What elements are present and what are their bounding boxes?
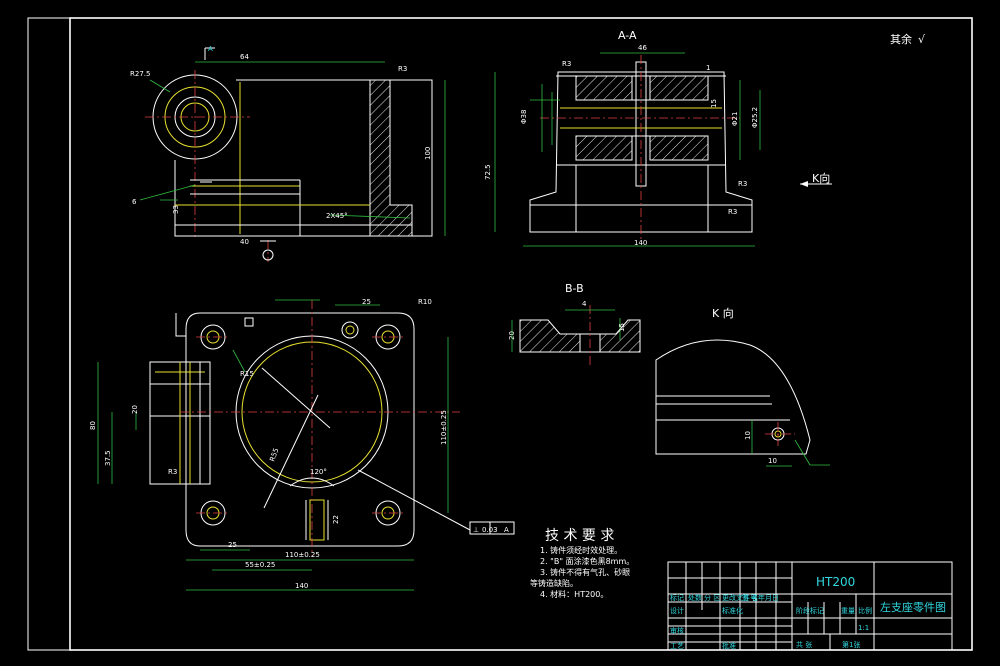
dim-aa-15: 15	[710, 99, 718, 108]
title-std: 标准化	[722, 606, 743, 615]
dim-front-r3: R3	[398, 65, 407, 73]
dim-top-20: 20	[131, 405, 139, 414]
dim-top-120: 120°	[310, 468, 327, 476]
title-design: 设计	[670, 606, 684, 615]
dim-aa-725: 72.5	[484, 164, 492, 180]
dim-aa-140: 140	[634, 239, 647, 247]
tolerance-symbol: ⊥	[473, 526, 479, 534]
dim-top-55: 55±0.25	[245, 561, 275, 569]
dim-aa-1: 1	[706, 64, 710, 72]
section-bb-label: B-B	[565, 282, 584, 295]
top-view	[97, 299, 515, 591]
title-ratio: 比例	[858, 606, 872, 615]
dim-front-64: 64	[240, 53, 249, 61]
dim-front-40: 40	[240, 238, 249, 246]
dim-aa-phi38: Φ38	[520, 110, 528, 124]
dim-top-110-vertical: 110±0.25	[440, 410, 448, 445]
dim-top-22: 22	[332, 515, 340, 524]
title-header: 标记	[670, 593, 684, 602]
view-marker-circle	[262, 249, 274, 261]
dim-top-r55: R55	[268, 447, 280, 463]
dim-aa-phi21: Φ21	[731, 112, 739, 126]
tolerance-datum: A	[504, 526, 509, 534]
title-scale: 1:1	[858, 624, 869, 632]
title-review: 审核	[670, 626, 684, 635]
title-header: 年月日	[758, 593, 779, 602]
section-a-marker: A	[208, 45, 213, 53]
tech-item: 2. "B" 面涂漆色黑8mm。	[540, 556, 634, 566]
dim-top-110: 110±0.25	[285, 551, 320, 559]
front-view	[139, 47, 446, 262]
view-k	[655, 339, 830, 467]
dim-aa-r3-bottom: R3	[728, 208, 737, 216]
tech-item: 1. 铸件须经时效处理。	[540, 545, 622, 555]
title-header: 处数	[688, 593, 702, 602]
section-bb-view	[511, 305, 641, 365]
roughness-note: 其余	[890, 32, 912, 46]
tolerance-value: 0.03	[482, 526, 498, 534]
dim-aa-46: 46	[638, 44, 647, 52]
dim-aa-r3-top: R3	[562, 60, 571, 68]
dim-bb-15: 15	[618, 323, 626, 332]
dim-front-r275: R27.5	[130, 70, 150, 78]
title-approve: 批准	[722, 641, 736, 650]
title-process: 工艺	[670, 642, 684, 650]
dim-front-100: 100	[424, 147, 432, 160]
section-aa-label: A-A	[618, 29, 637, 42]
dim-bb-20: 20	[508, 331, 516, 340]
dim-k-10b: 10	[768, 457, 777, 465]
title-material: HT200	[816, 575, 855, 589]
title-sheet-info: 第1张	[842, 640, 860, 649]
section-aa-view	[494, 52, 761, 247]
dim-aa-r3-right: R3	[738, 180, 747, 188]
dim-top-25a: 25	[362, 298, 371, 306]
dim-top-375: 37.5	[104, 450, 112, 466]
dim-top-80: 80	[89, 421, 97, 430]
title-stage: 阶段标记	[796, 606, 824, 615]
dim-front-33: 33	[172, 205, 180, 214]
title-weight: 重量	[841, 607, 855, 615]
title-header: 分 区	[704, 593, 720, 602]
dim-top-r10: R10	[418, 298, 432, 306]
dim-front-6: 6	[132, 198, 137, 206]
roughness-mark: √	[918, 33, 926, 46]
inner-frame	[69, 17, 973, 651]
title-sheets-total: 共 张	[796, 640, 812, 649]
title-header: 签 名	[742, 593, 758, 602]
tech-item: 4. 材料：HT200。	[540, 589, 608, 599]
tech-item: 3. 铸件不得有气孔、砂眼	[540, 567, 630, 577]
view-k-arrow-label: K向	[812, 171, 830, 185]
dim-aa-phi252: Φ25.2	[751, 107, 759, 128]
dim-top-25b: 25	[228, 541, 237, 549]
title-header: 更改文件号	[722, 593, 757, 602]
outer-frame	[27, 17, 973, 651]
dim-k-10a: 10	[744, 431, 752, 440]
dim-front-2x45: 2X45°	[326, 212, 348, 220]
tech-item: 等铸造缺陷。	[530, 578, 578, 588]
dim-top-r15: R15	[240, 370, 254, 378]
dim-top-140: 140	[295, 582, 308, 590]
dim-top-r3: R3	[168, 468, 177, 476]
title-part-name: 左支座零件图	[880, 600, 946, 614]
view-k-label: K 向	[712, 306, 734, 320]
tech-requirements-title: 技 术 要 求	[545, 528, 614, 544]
dim-bb-4: 4	[582, 300, 587, 308]
title-block	[667, 561, 953, 651]
